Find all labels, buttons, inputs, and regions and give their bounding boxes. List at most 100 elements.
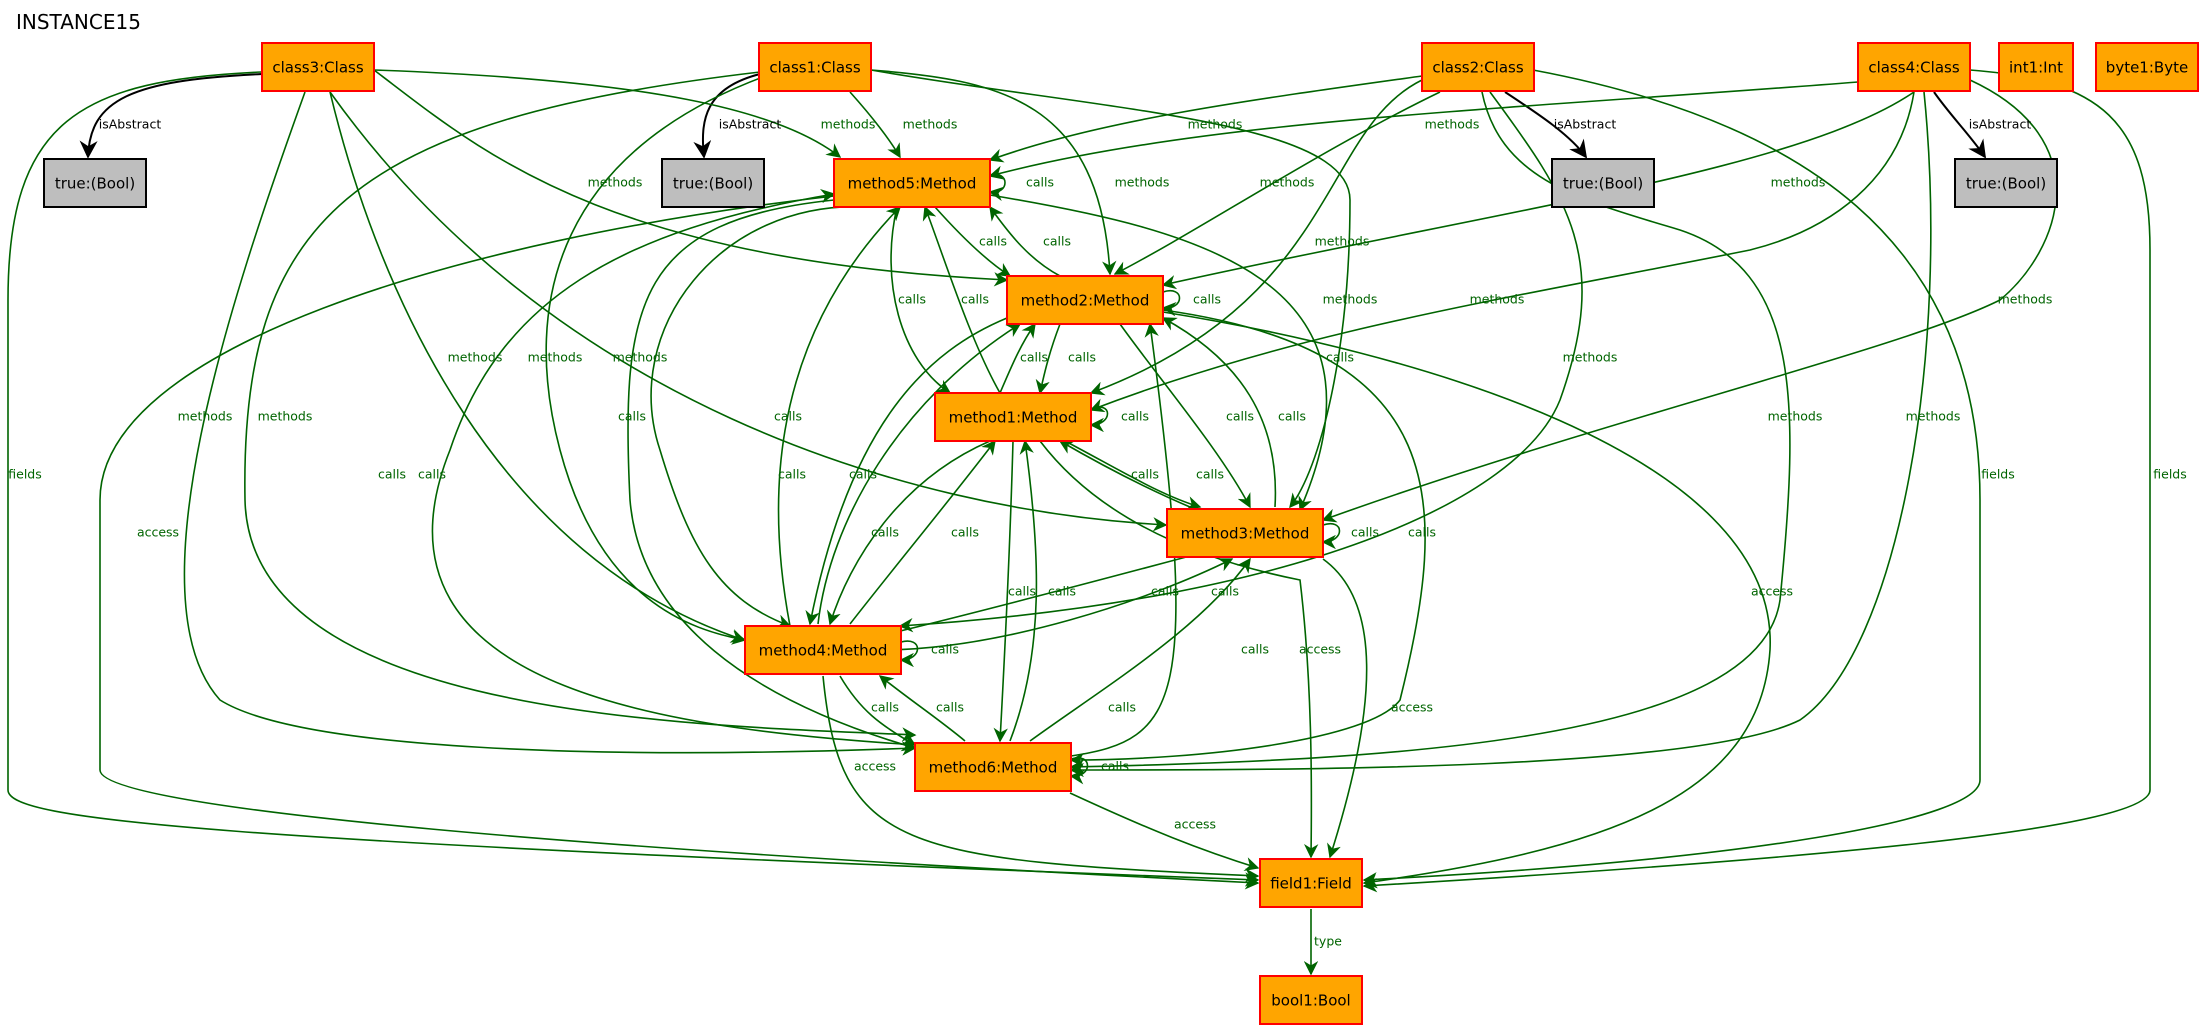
node-true1[interactable]: true:(Bool)	[661, 158, 765, 208]
edge-class3-method6	[183, 91, 917, 756]
edge-class1-true1	[693, 73, 761, 159]
edge-label-calls: calls	[1278, 409, 1306, 424]
node-label: bool1:Bool	[1271, 992, 1350, 1010]
edge-label-calls: calls	[1026, 175, 1054, 190]
edge-method1-method3	[1064, 440, 1202, 511]
node-method5[interactable]: method5:Method	[833, 158, 991, 208]
edge-label-calls: calls	[1326, 350, 1354, 365]
edge-label-methods: methods	[1768, 409, 1823, 424]
edge-label-methods: methods	[1260, 175, 1315, 190]
node-label: method1:Method	[949, 409, 1078, 427]
node-class4[interactable]: class4:Class	[1857, 42, 1971, 92]
node-field1[interactable]: field1:Field	[1259, 858, 1363, 908]
edge-class3-true3	[79, 73, 263, 159]
node-label: class3:Class	[272, 59, 363, 77]
edge-method4-method4	[899, 640, 919, 668]
node-true2[interactable]: true:(Bool)	[1551, 158, 1655, 208]
edge-class2-method1	[1089, 79, 1423, 396]
edge-label-isAbstract: isAbstract	[1969, 117, 2032, 132]
node-true4[interactable]: true:(Bool)	[1954, 158, 2058, 208]
node-byte1[interactable]: byte1:Byte	[2095, 42, 2199, 92]
edge-label-methods: methods	[448, 350, 503, 365]
edge-method6-method2	[1070, 322, 1177, 757]
edge-method6-method4	[878, 675, 966, 742]
edge-class4-field1	[1362, 69, 2151, 893]
edge-label-methods: methods	[1315, 234, 1370, 249]
node-box	[43, 158, 147, 208]
edge-method1-method5	[922, 205, 1001, 394]
node-box	[1421, 42, 1535, 92]
node-class3[interactable]: class3:Class	[261, 42, 375, 92]
edge-class3-field1	[7, 71, 1260, 887]
edge-label-methods: methods	[1323, 292, 1378, 307]
edge-label-calls: calls	[1241, 642, 1269, 657]
edge-method1-method2	[999, 322, 1036, 394]
edge-method2-method2	[1161, 289, 1181, 317]
node-box	[1259, 858, 1363, 908]
edge-method2-method4	[805, 317, 1008, 626]
edge-label-calls: calls	[1043, 234, 1071, 249]
edge-class3-method3	[329, 91, 1168, 532]
edge-label-calls: calls	[898, 292, 926, 307]
edge-label-fields: fields	[2153, 467, 2186, 482]
edge-label-calls: calls	[1193, 292, 1221, 307]
node-label: class4:Class	[1868, 59, 1959, 77]
edge-label-methods: methods	[1563, 350, 1618, 365]
edge-method1-field1	[1039, 440, 1319, 859]
edge-class1-method3	[870, 69, 1351, 509]
node-label: true:(Bool)	[1563, 175, 1643, 193]
node-box	[833, 158, 991, 208]
edge-label-calls: calls	[1226, 409, 1254, 424]
node-box	[2095, 42, 2199, 92]
node-box	[934, 392, 1092, 442]
node-box	[261, 42, 375, 92]
edge-method5-method1	[890, 206, 952, 394]
edge-method2-method3	[1119, 323, 1251, 509]
edge-class3-method5	[373, 69, 842, 158]
edge-label-calls: calls	[778, 467, 806, 482]
node-method6[interactable]: method6:Method	[914, 742, 1072, 792]
edge-label-methods: methods	[821, 117, 876, 132]
edge-method4-method2	[817, 323, 1022, 625]
edge-method5-method6	[627, 199, 917, 752]
edge-label-calls: calls	[618, 409, 646, 424]
edge-method6-field1	[1069, 792, 1260, 872]
edge-method1-method6	[993, 440, 1014, 743]
edge-method2-field1	[1162, 311, 1771, 889]
node-box	[914, 742, 1072, 792]
node-bool1[interactable]: bool1:Bool	[1259, 975, 1363, 1025]
edge-label-methods: methods	[1188, 117, 1243, 132]
edge-method6-method3	[1029, 557, 1251, 742]
node-method1[interactable]: method1:Method	[934, 392, 1092, 442]
node-label: true:(Bool)	[1966, 175, 2046, 193]
node-class1[interactable]: class1:Class	[758, 42, 872, 92]
node-method2[interactable]: method2:Method	[1006, 275, 1164, 325]
node-label: class1:Class	[769, 59, 860, 77]
edge-class4-method1	[1089, 91, 1915, 413]
edge-label-methods: methods	[613, 350, 668, 365]
edge-method5-method3	[989, 194, 1328, 512]
node-method3[interactable]: method3:Method	[1166, 508, 1324, 558]
edge-label-isAbstract: isAbstract	[1554, 117, 1617, 132]
node-label: byte1:Byte	[2106, 59, 2188, 77]
edge-label-methods: methods	[1470, 292, 1525, 307]
node-true3[interactable]: true:(Bool)	[43, 158, 147, 208]
edges-layer	[7, 69, 2151, 976]
edge-class1-method2	[870, 69, 1117, 276]
edge-class2-method5	[988, 75, 1423, 163]
edge-method5-method2	[934, 206, 1012, 277]
node-int1[interactable]: int1:Int	[1998, 42, 2074, 92]
edge-method6-method1	[1009, 439, 1038, 742]
edge-label-methods: methods	[258, 409, 313, 424]
edge-method4-field1	[822, 675, 1260, 883]
edge-label-calls: calls	[1408, 525, 1436, 540]
edge-method1-method1	[1089, 406, 1109, 433]
edge-label-fields: fields	[1981, 467, 2014, 482]
node-class2[interactable]: class2:Class	[1421, 42, 1535, 92]
edge-method2-method1	[1035, 323, 1061, 395]
edge-method5-method5	[988, 173, 1006, 202]
node-method4[interactable]: method4:Method	[744, 625, 902, 675]
edge-class4-method5	[988, 81, 1859, 180]
